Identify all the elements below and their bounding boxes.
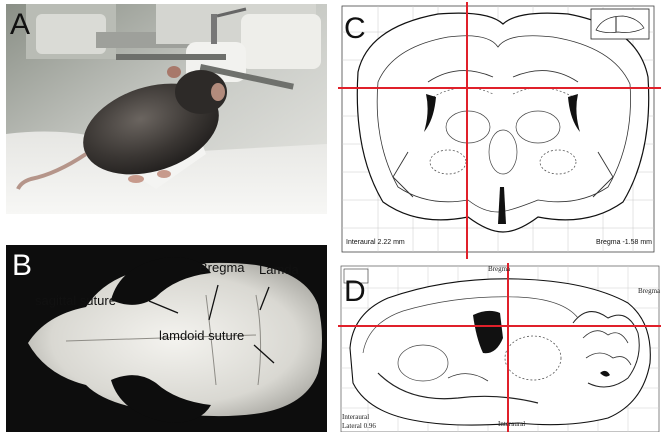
- panel-d-bregma-top-label: Bregma: [488, 265, 510, 273]
- panel-d-lateral-label: Lateral 0.96: [342, 422, 376, 430]
- panel-c-coronal-atlas: C Interaural 2.22 mm Bregma -1.58 mm: [338, 2, 661, 259]
- panel-c-interaural-label: Interaural 2.22 mm: [346, 239, 405, 246]
- panel-a-photo: A: [6, 4, 327, 214]
- panel-b-photo: B Bregma Lamda sagittal suture lamdoid s…: [6, 245, 327, 432]
- panel-b-letter: B: [12, 251, 32, 281]
- sagittal-suture-label: sagittal suture: [35, 293, 116, 308]
- lamdoid-suture-label: lamdoid suture: [159, 328, 244, 343]
- panel-d-bregma-right-label: Bregma: [638, 287, 660, 295]
- panel-d-interaural-left-label: Interaural: [342, 413, 369, 421]
- panel-a-letter: A: [10, 10, 30, 40]
- panel-d-sagittal-atlas: D Bregma Bregma Interaural Lateral 0.96 …: [338, 263, 661, 432]
- panel-c-bregma-label: Bregma -1.58 mm: [596, 239, 652, 246]
- panel-c-letter: C: [344, 14, 366, 44]
- panel-d-letter: D: [344, 277, 366, 307]
- sagittal-section-drawing: [338, 263, 661, 432]
- panel-d-interaural-bottom-label: Interaural: [498, 420, 525, 428]
- coronal-section-drawing: [338, 2, 661, 259]
- lamda-label: Lamda: [259, 262, 299, 277]
- bregma-label: Bregma: [199, 260, 245, 275]
- stereotaxic-photo-illustration: [6, 4, 327, 214]
